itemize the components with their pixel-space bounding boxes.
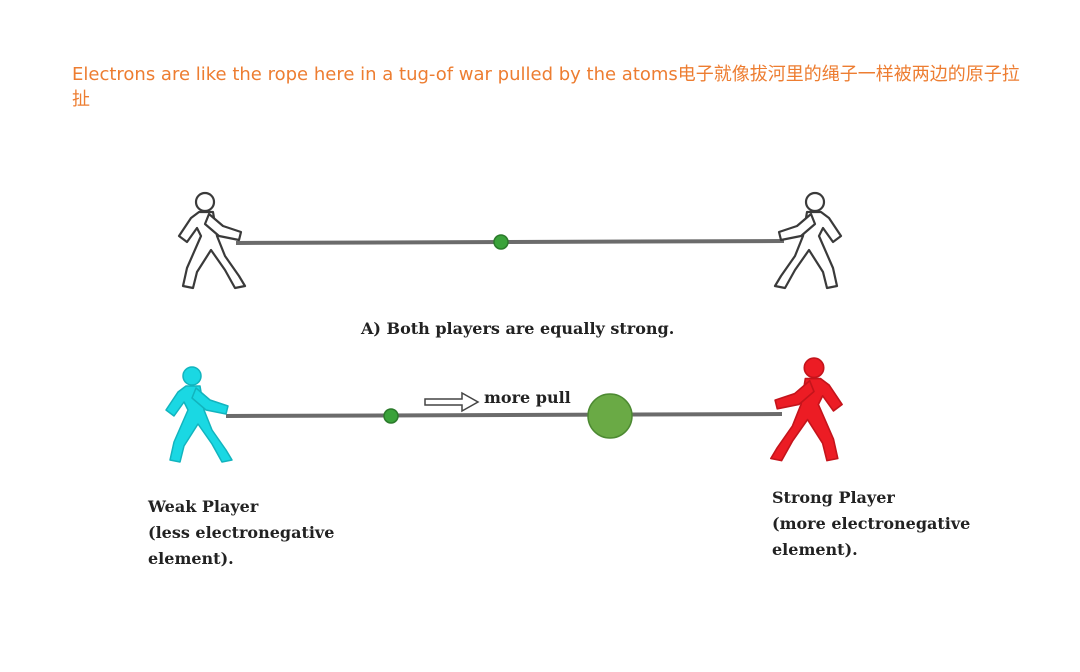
strong-player-desc-2: element). xyxy=(772,540,858,559)
weak-player-desc-1: (less electronegative xyxy=(148,523,335,542)
electron-cloud-shifted xyxy=(587,393,633,439)
rope-unequal xyxy=(225,412,783,418)
weak-player-label: Weak Player (less electronegative elemen… xyxy=(148,494,334,572)
more-pull-label: more pull xyxy=(484,388,571,407)
electron-equal xyxy=(493,234,509,250)
electron-unequal xyxy=(383,408,399,424)
pull-arrow-icon xyxy=(424,391,480,413)
weak-player-icon xyxy=(165,366,233,463)
left-player-outline-icon xyxy=(177,191,247,290)
strong-player-desc-1: (more electronegative xyxy=(772,514,971,533)
scenario-unequal xyxy=(165,357,843,463)
slide-heading: Electrons are like the rope here in a tu… xyxy=(72,64,1020,110)
weak-player-desc-2: element). xyxy=(148,549,234,568)
right-player-outline-icon xyxy=(773,191,843,290)
scenario-equal xyxy=(177,191,843,290)
strong-player-icon xyxy=(769,357,843,462)
rope-equal xyxy=(235,239,785,245)
strong-player-title: Strong Player xyxy=(772,488,895,507)
weak-player-title: Weak Player xyxy=(148,497,259,516)
caption-equal-strength: A) Both players are equally strong. xyxy=(361,319,675,338)
strong-player-label: Strong Player (more electronegative elem… xyxy=(772,485,970,563)
